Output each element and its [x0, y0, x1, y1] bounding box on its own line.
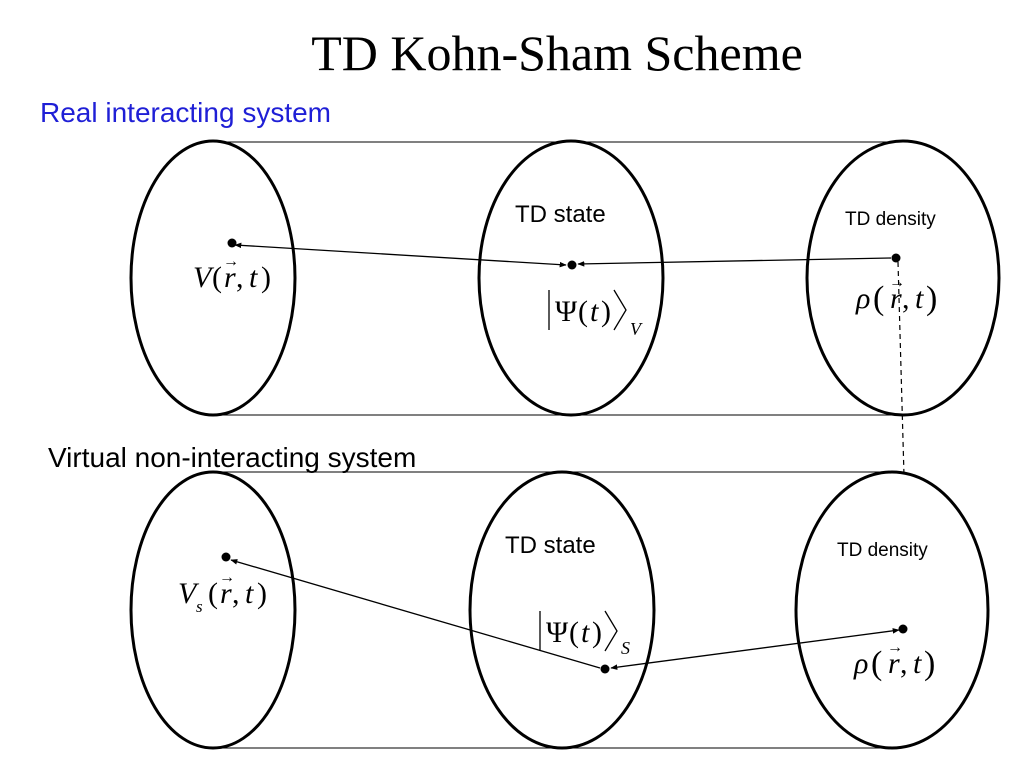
svg-text:): ) — [601, 295, 611, 328]
svg-text:S: S — [621, 638, 630, 658]
svg-text:,: , — [232, 577, 240, 610]
svg-text:,: , — [900, 647, 908, 680]
svg-text:V: V — [630, 319, 643, 339]
real-density-point — [891, 253, 901, 263]
page-title: TD Kohn-Sham Scheme — [311, 25, 803, 81]
virtual-density-label: TD density — [837, 540, 928, 561]
svg-text:(: ( — [871, 645, 882, 682]
svg-text:ρ: ρ — [853, 647, 868, 680]
svg-text:V: V — [178, 577, 200, 610]
real-state-ellipse — [477, 139, 665, 417]
real-potential-point — [227, 238, 237, 248]
real-potential-state-arrow — [234, 242, 567, 268]
svg-text:): ) — [257, 577, 267, 610]
svg-text:s: s — [196, 597, 203, 616]
svg-text:→: → — [887, 639, 903, 656]
real-density-formula: ρ ( r , t ) → — [855, 274, 937, 317]
svg-text:): ) — [926, 280, 937, 317]
virtual-density-formula: ρ ( r , t ) → — [853, 639, 935, 682]
svg-text:,: , — [236, 261, 244, 294]
svg-text:): ) — [592, 616, 602, 649]
svg-text:→: → — [223, 253, 239, 270]
svg-text:→: → — [219, 569, 235, 586]
real-state-density-arrow — [577, 257, 892, 267]
svg-text:t: t — [581, 616, 590, 649]
svg-text:(: ( — [569, 616, 579, 649]
virtual-state-ket: Ψ ( t ) S — [539, 610, 630, 658]
virtual-potential-formula: V s ( r , t ) → — [178, 569, 267, 616]
virtual-system-heading: Virtual non-interacting system — [48, 442, 416, 473]
svg-text:→: → — [889, 274, 905, 291]
virtual-state-label: TD state — [505, 532, 596, 559]
svg-text:,: , — [902, 282, 910, 315]
svg-text:t: t — [249, 261, 258, 294]
svg-text:(: ( — [873, 280, 884, 317]
svg-text:r: r — [224, 261, 236, 294]
real-density-label: TD density — [845, 209, 936, 230]
svg-text:V: V — [193, 261, 215, 294]
svg-text:Ψ: Ψ — [546, 616, 569, 649]
svg-text:t: t — [915, 282, 924, 315]
virtual-potential-ellipse — [129, 470, 297, 750]
svg-text:t: t — [245, 577, 254, 610]
svg-text:): ) — [924, 645, 935, 682]
virtual-density-state-arrow — [610, 628, 900, 670]
svg-text:(: ( — [212, 261, 222, 294]
svg-text:t: t — [590, 295, 599, 328]
svg-text:(: ( — [578, 295, 588, 328]
svg-text:ρ: ρ — [855, 282, 870, 315]
svg-text:r: r — [220, 577, 232, 610]
real-state-point — [567, 260, 577, 270]
real-state-label: TD state — [515, 201, 606, 228]
virtual-density-point — [898, 624, 908, 634]
svg-text:r: r — [890, 282, 902, 315]
virtual-density-ellipse — [794, 470, 990, 750]
real-potential-ellipse — [129, 139, 297, 417]
real-density-ellipse — [805, 139, 1001, 417]
real-system-heading: Real interacting system — [40, 97, 331, 128]
svg-text:Ψ: Ψ — [555, 295, 578, 328]
virtual-state-point — [600, 664, 610, 674]
svg-text:r: r — [888, 647, 900, 680]
real-potential-formula: V ( r , t ) → — [193, 253, 271, 294]
virtual-state-ellipse — [468, 470, 656, 750]
svg-text:t: t — [913, 647, 922, 680]
svg-text:): ) — [261, 261, 271, 294]
svg-text:(: ( — [208, 577, 218, 610]
virtual-potential-point — [221, 552, 231, 562]
real-state-ket: Ψ ( t ) V — [548, 289, 643, 339]
virtual-state-potential-arrow — [230, 559, 601, 669]
